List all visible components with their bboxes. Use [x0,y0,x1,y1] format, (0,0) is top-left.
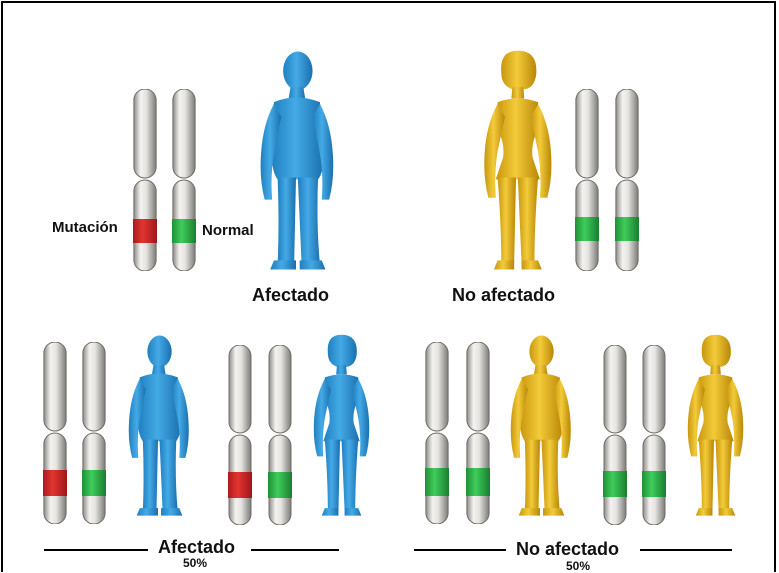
affected-daughter-figure [314,335,369,516]
offspring-unaffected-daughter [603,335,743,525]
affected-son-figure [129,336,189,516]
mutation-band [228,472,252,498]
chromosome-normal [604,345,626,525]
offspring-unaffected-percent: 50% [566,559,590,573]
normal-band [172,219,196,243]
affected-left-rule [44,549,148,551]
unaffected-right-rule [640,549,732,551]
normal-band [575,217,599,241]
normal-label: Normal [202,222,254,239]
chromosome-mutated [134,89,156,271]
parent-unaffected-chromosome-pair [575,89,639,271]
offspring-affected-son [43,336,189,524]
affected-right-rule [251,549,339,551]
chromosome-normal [616,89,638,271]
mutation-band [43,470,67,496]
normal-band [615,217,639,241]
chromosome-normal [83,342,105,524]
normal-band [466,468,490,496]
offspring-unaffected-label: No afectado [516,539,619,560]
mutation-band [133,219,157,243]
parent-affected-chromosome-pair [133,89,196,271]
unaffected-daughter-figure [688,335,743,516]
chromosome-normal [426,342,448,524]
offspring-affected-daughter [228,335,369,525]
unaffected-left-rule [414,549,506,551]
chromosome-normal [173,89,195,271]
normal-band [603,471,627,497]
chromosome-mutated [44,342,66,524]
normal-band [425,468,449,496]
affected-father-figure [261,52,334,270]
unaffected-son-figure [511,336,571,516]
parent-unaffected-label: No afectado [452,285,555,306]
chromosome-normal [643,345,665,525]
offspring-affected-label: Afectado [158,537,235,558]
normal-band [268,472,292,498]
normal-band [82,470,106,496]
offspring-affected-percent: 50% [183,556,207,570]
mutation-label: Mutación [52,219,118,236]
parent-affected-label: Afectado [252,285,329,306]
chromosome-normal [467,342,489,524]
normal-band [642,471,666,497]
chromosome-normal [576,89,598,271]
offspring-unaffected-son [425,336,571,524]
unaffected-mother-figure [484,51,551,270]
